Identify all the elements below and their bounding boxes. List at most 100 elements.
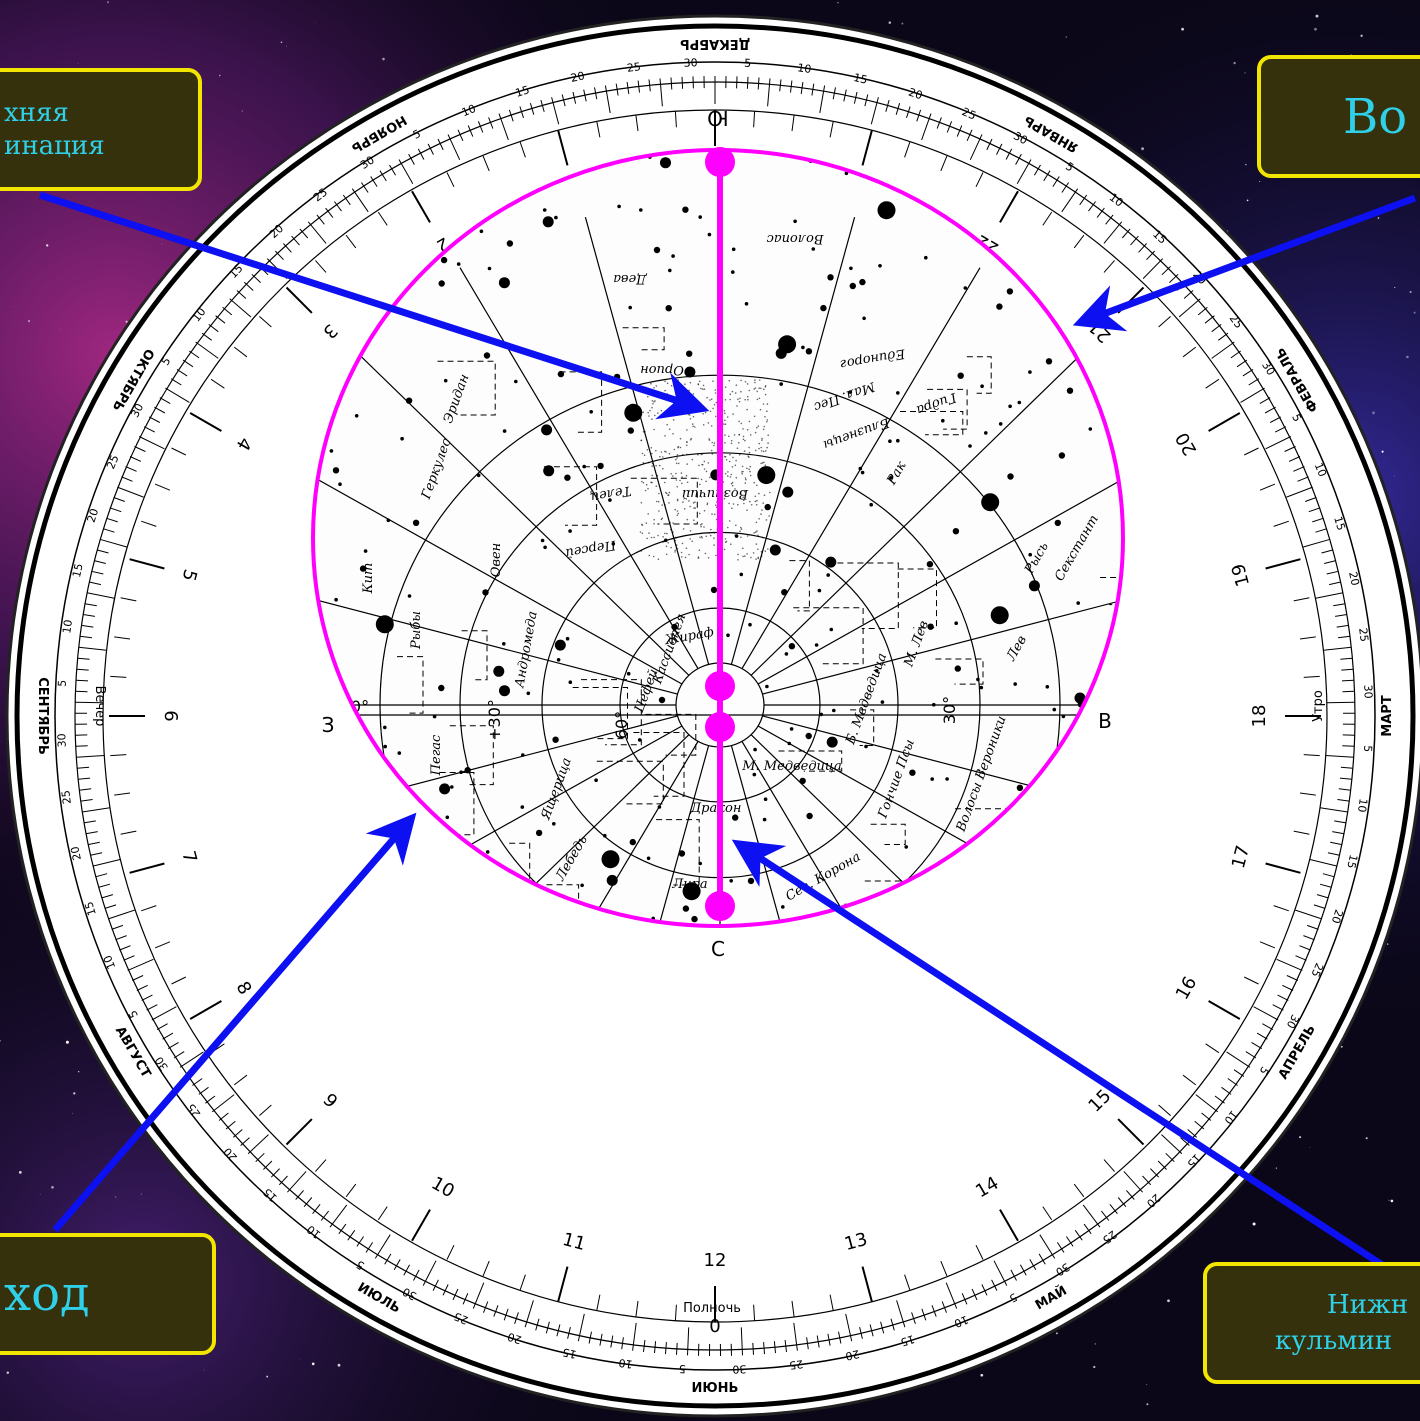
sky-star [793,219,797,224]
arrow-rising [1072,194,1417,332]
day-mark: 10 [60,619,75,635]
sky-star [825,556,837,568]
sky-star [820,304,827,312]
sky-star [671,623,678,631]
sky-star [564,474,571,481]
constellation-label: Кит [361,563,376,595]
day-mark: 30 [1259,359,1277,378]
constellation-label: Лира [671,877,707,892]
sky-star [952,528,960,535]
sky-star [338,482,342,487]
sky-star [878,264,882,268]
day-mark: 15 [1344,853,1360,870]
sky-star [805,732,812,740]
sky-star [945,777,949,781]
arrow-lower-culmination [731,839,1392,1273]
arrow-upper-culmination [38,191,710,420]
day-mark: 20 [506,1330,523,1347]
sky-star [1066,387,1074,394]
callout-upper-culmination-line2: инация [4,130,105,161]
sky-star [682,905,690,912]
cardinal-east: В [1098,709,1112,733]
constellation-label: Овен [489,543,504,577]
day-mark: 25 [626,60,641,75]
sky-star [875,669,879,673]
day-mark: 15 [1331,515,1348,532]
day-mark: 30 [1053,1260,1072,1278]
sky-star [397,751,402,755]
constellation-label: М. Медведица [741,759,842,774]
sky-star [858,466,863,471]
sky-star [637,738,642,742]
sky-star [1008,404,1012,409]
sky-star [990,606,1009,625]
pointer-arrows [38,191,1417,1273]
constellation-label: Телец [589,482,632,504]
sky-star [479,229,484,234]
sky-star [432,714,437,719]
sky-star [521,753,525,757]
sky-star [334,597,338,602]
day-mark: 30 [683,56,697,70]
sky-star [888,439,892,444]
day-mark: 20 [569,69,585,85]
sky-star [954,665,961,672]
sky-star [502,642,506,646]
day-mark: 25 [788,1357,803,1372]
sky-star [789,727,794,731]
sky-star [1016,784,1024,791]
day-mark: 15 [82,900,99,917]
sky-star [438,280,445,287]
sky-star [608,498,612,502]
sky-star [498,277,510,289]
sky-star [678,850,686,857]
arrow-setting [52,812,417,1233]
sky-star [603,833,607,838]
sky-star [459,770,463,774]
sky-star [1076,601,1080,605]
day-mark: 5 [56,679,69,687]
sky-star [805,348,813,355]
sky-star [684,366,696,378]
sky-star [927,623,934,630]
sky-star [747,877,755,885]
sky-star [514,379,518,384]
sky-star [601,850,620,869]
sky-star [359,565,367,572]
sky-star [811,247,816,251]
day-mark: 25 [1356,627,1371,642]
sky-star [752,772,757,777]
sky-star [487,266,492,271]
sky-star [877,201,896,220]
sky-star [624,403,643,422]
callout-upper-culmination: хняя инация [0,68,202,191]
sky-star [739,572,744,577]
sky-star [542,208,547,212]
horizon-overlay [311,147,1125,928]
sky-star [535,829,543,837]
label-midnight: Полночь [683,1301,741,1316]
callout-upper-culmination-line1: хняя [4,98,69,128]
sky-star [485,850,490,854]
sky-star [984,431,988,435]
sky-star [628,305,632,310]
sky-star [849,282,856,290]
day-mark: 20 [1329,908,1346,925]
declination-label: +30° [485,699,504,741]
day-mark: 15 [561,1345,578,1361]
sky-star [926,561,934,568]
sky-star [691,915,698,923]
sky-star [552,736,559,743]
sky-star [493,665,505,677]
sky-star [412,519,420,526]
sky-star [405,397,413,404]
sky-star [1058,452,1066,459]
month-label: ИЮНЬ [692,1381,739,1396]
sky-star [788,643,796,650]
day-mark: 5 [1361,745,1374,753]
sky-star [682,206,689,213]
sky-star [664,538,668,543]
sky-star [568,680,573,684]
sky-star [443,378,448,383]
